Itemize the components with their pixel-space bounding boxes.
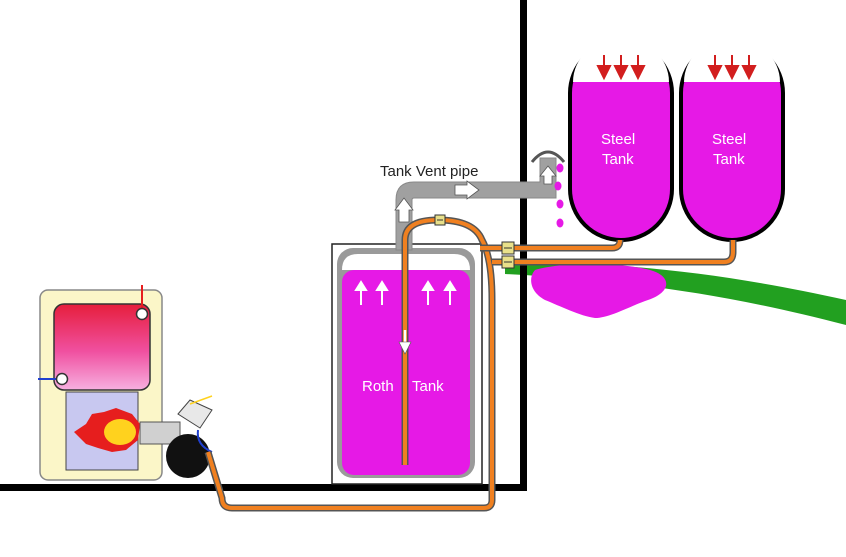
vent-arrow-icon	[394, 165, 557, 223]
leak-arrows-tank-2	[707, 55, 757, 81]
oil-burner	[139, 395, 213, 478]
burner-motor	[166, 434, 210, 478]
supply-gauge	[135, 307, 149, 321]
roth-tank-label-word1: Roth	[362, 378, 394, 395]
burner-wire-yellow	[189, 395, 213, 405]
valve-icon	[501, 241, 515, 255]
basement-floor	[0, 484, 527, 491]
valve-icon	[501, 255, 515, 269]
return-gauge	[55, 372, 69, 386]
steel-tank-1-label-line2: Tank	[602, 151, 634, 168]
boiler	[38, 285, 163, 481]
steel-tank-2: Steel Tank	[679, 38, 785, 242]
steel-tank-1: Steel Tank	[568, 38, 674, 242]
roth-tank-label-word2: Tank	[412, 378, 444, 395]
vent-pipe-body	[395, 157, 557, 251]
suction-arrow-icon	[398, 330, 412, 355]
valve-icon	[434, 214, 446, 226]
vent-pipe-label: Tank Vent pipe	[380, 163, 478, 180]
leak-arrows-tank-1	[596, 55, 646, 81]
valves	[434, 214, 515, 269]
pressure-arrows-up	[354, 280, 457, 305]
oil-feed-lines	[204, 216, 737, 512]
oil-spill	[531, 264, 667, 318]
vent-pipe: Tank Vent pipe	[380, 150, 566, 251]
steel-tank-1-label-line1: Steel	[601, 131, 635, 148]
vent-cap-icon	[530, 150, 566, 163]
steel-tank-2-label-line2: Tank	[713, 151, 745, 168]
steel-tank-2-label-line1: Steel	[712, 131, 746, 148]
burner-wire-blue	[196, 429, 213, 453]
flame-core	[104, 419, 136, 445]
boiler-heat-exchanger	[53, 303, 151, 391]
burner-tube	[139, 421, 181, 445]
burner-transformer	[177, 399, 213, 429]
oil-drips	[554, 163, 564, 228]
